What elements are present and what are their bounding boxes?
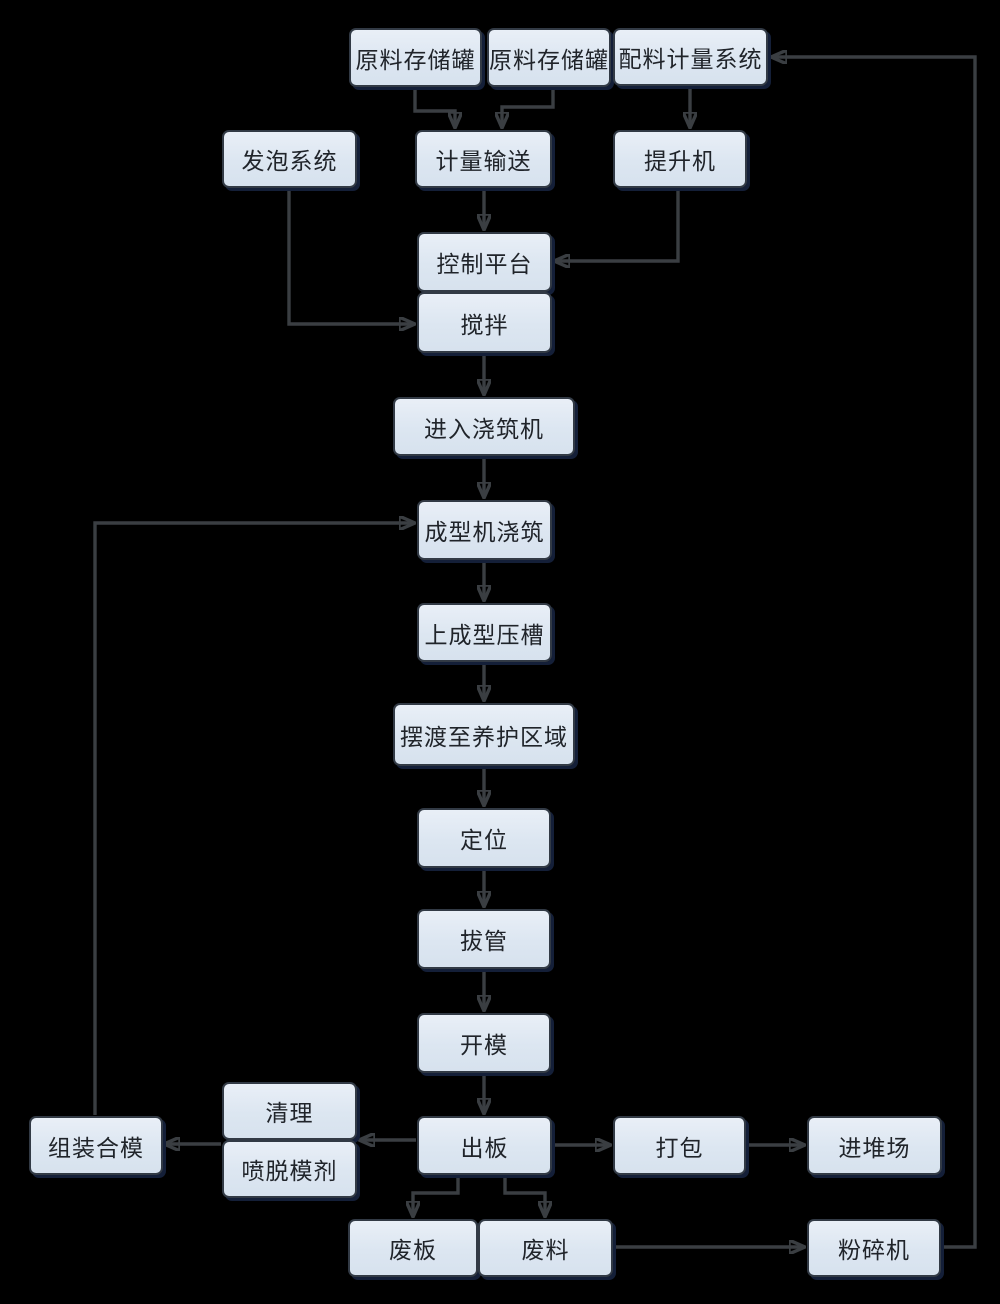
node-ferry-to-curing-area: 摆渡至养护区域 (393, 703, 575, 766)
edge-tank2-metering (502, 87, 555, 127)
node-forming-press-groove: 上成型压槽 (417, 603, 552, 662)
node-label: 原料存储罐 (489, 47, 609, 73)
node-packing: 打包 (613, 1116, 746, 1175)
edge-hoist-control (555, 189, 680, 261)
node-label: 配料计量系统 (618, 47, 763, 72)
node-plate-out: 出板 (417, 1116, 552, 1175)
node-label: 搅拌 (460, 312, 509, 338)
node-label: 组装合模 (48, 1135, 144, 1161)
node-raw-material-tank-1: 原料存储罐 (349, 28, 482, 87)
node-positioning: 定位 (417, 808, 551, 868)
node-tube-pulling: 拔管 (417, 909, 551, 969)
node-label: 粉碎机 (838, 1238, 910, 1263)
node-forming-machine-pouring: 成型机浇筑 (417, 500, 552, 560)
node-label: 摆渡至养护区域 (400, 724, 568, 750)
node-raw-material-tank-2: 原料存储罐 (487, 28, 611, 87)
node-label: 出板 (460, 1135, 509, 1161)
edge-crusher-batching-loop (772, 57, 977, 1249)
node-crusher: 粉碎机 (807, 1219, 941, 1277)
node-spray-release-agent: 喷脱模剂 (222, 1140, 357, 1198)
node-hoist: 提升机 (613, 130, 747, 188)
node-label: 定位 (460, 828, 508, 853)
node-mold-opening: 开模 (417, 1013, 551, 1073)
node-label: 喷脱模剂 (241, 1159, 338, 1184)
node-waste-material: 废料 (478, 1219, 613, 1277)
node-control-platform: 控制平台 (417, 232, 552, 292)
node-label: 控制平台 (436, 252, 533, 277)
node-label: 开模 (460, 1033, 508, 1058)
node-label: 原料存储罐 (355, 47, 476, 73)
node-label: 拔管 (460, 929, 508, 954)
node-enter-pouring-machine: 进入浇筑机 (393, 397, 575, 456)
node-waste-board: 废板 (348, 1219, 478, 1277)
node-label: 提升机 (644, 149, 716, 174)
node-metering-conveyor: 计量输送 (415, 130, 552, 188)
node-foaming-system: 发泡系统 (222, 130, 357, 188)
edge-assembly-formingpour-loop (93, 523, 414, 1115)
node-label: 打包 (655, 1135, 704, 1161)
node-label: 废板 (389, 1238, 437, 1263)
node-label: 进堆场 (838, 1135, 911, 1161)
edge-plateout-wasteboard (413, 1175, 460, 1216)
node-label: 成型机浇筑 (424, 520, 545, 545)
node-mold-assembly: 组装合模 (29, 1116, 163, 1175)
node-label: 计量输送 (435, 149, 532, 174)
node-stacking-yard: 进堆场 (807, 1116, 942, 1175)
edge-foaming-mixing (287, 189, 414, 324)
edge-tank1-metering (413, 87, 455, 127)
node-label: 废料 (521, 1238, 570, 1263)
edge-plateout-wastematerial (503, 1175, 545, 1216)
node-label: 清理 (265, 1101, 314, 1126)
node-cleaning: 清理 (222, 1082, 357, 1140)
node-batching-metering-system: 配料计量系统 (613, 28, 768, 86)
node-label: 发泡系统 (241, 149, 338, 174)
node-mixing: 搅拌 (417, 292, 552, 353)
node-label: 进入浇筑机 (424, 416, 544, 442)
node-label: 上成型压槽 (424, 622, 545, 648)
